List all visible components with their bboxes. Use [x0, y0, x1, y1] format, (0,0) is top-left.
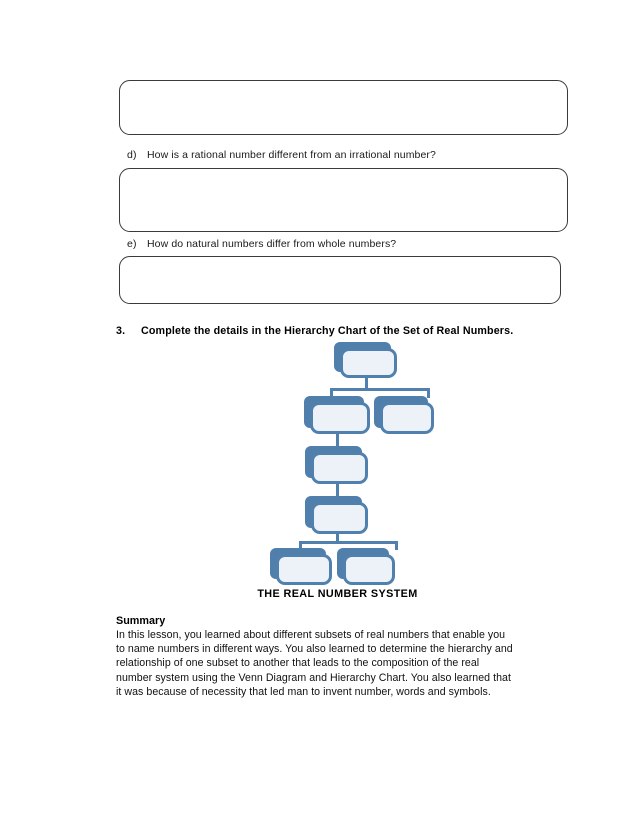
- instruction-text: Complete the details in the Hierarchy Ch…: [141, 325, 514, 337]
- chart-node-level3[interactable]: [305, 446, 368, 484]
- connector-root-down: [365, 378, 368, 390]
- question-label-d: d) How is a rational number different fro…: [127, 149, 436, 162]
- question-text-e: How do natural numbers differ from whole…: [147, 238, 397, 250]
- connector-level2-left-drop: [330, 388, 333, 398]
- node-card: [311, 502, 368, 534]
- chart-node-level5-left[interactable]: [270, 548, 332, 585]
- node-label: [310, 402, 370, 434]
- node-label: [276, 554, 332, 585]
- summary-heading: Summary: [116, 615, 166, 627]
- chart-node-real-numbers[interactable]: [334, 342, 397, 378]
- connector-level3-to-level4: [336, 484, 339, 498]
- connector-level2-right-drop: [427, 388, 430, 398]
- hierarchy-chart: [0, 336, 639, 585]
- chart-node-level4[interactable]: [305, 496, 368, 534]
- node-card: [340, 348, 397, 378]
- node-label: [311, 452, 368, 484]
- node-card: [380, 402, 434, 434]
- instruction-number: 3.: [116, 325, 126, 337]
- chart-node-level2-right[interactable]: [374, 396, 434, 434]
- question-label-e: e) How do natural numbers differ from who…: [127, 238, 396, 251]
- node-label: [343, 554, 395, 585]
- chart-node-level2-left[interactable]: [304, 396, 370, 434]
- chart-caption: THE REAL NUMBER SYSTEM: [257, 588, 418, 600]
- question-text-d: How is a rational number different from …: [147, 149, 436, 161]
- connector-level2-bus: [330, 388, 430, 391]
- node-label: [380, 402, 434, 434]
- chart-node-level5-right[interactable]: [337, 548, 395, 585]
- summary-body: In this lesson, you learned about differ…: [116, 629, 513, 698]
- question-letter-d: d): [127, 149, 137, 161]
- connector-level5-left-drop: [299, 541, 302, 550]
- node-card: [310, 402, 370, 434]
- connector-level2-to-level3: [336, 434, 339, 448]
- node-label: [311, 502, 368, 534]
- connector-level5-bus: [299, 541, 398, 544]
- summary-block: Summary In this lesson, you learned abou…: [116, 614, 516, 699]
- node-card: [276, 554, 332, 585]
- node-card: [343, 554, 395, 585]
- instruction-heading-3: 3. Complete the details in the Hierarchy …: [116, 324, 513, 338]
- answer-box-e[interactable]: [119, 256, 561, 304]
- connector-level5-right-drop: [395, 541, 398, 550]
- answer-box-d[interactable]: [119, 168, 568, 232]
- node-label: [340, 348, 397, 378]
- connector-level4-down: [336, 534, 339, 543]
- answer-box-c[interactable]: [119, 80, 568, 135]
- question-letter-e: e): [127, 238, 137, 250]
- node-card: [311, 452, 368, 484]
